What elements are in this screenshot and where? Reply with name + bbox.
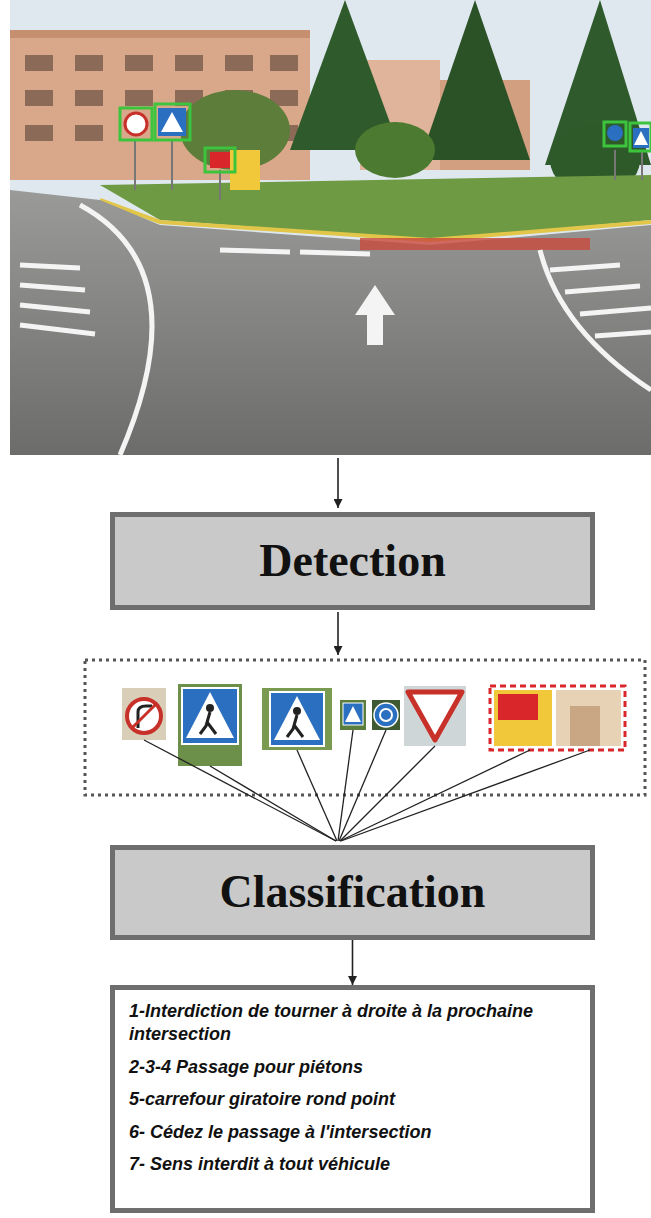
red-crossing: [360, 238, 590, 250]
sign-crop-part: [182, 688, 238, 744]
building-part-part: [75, 125, 103, 141]
result-line: 5-carrefour giratoire rond point: [129, 1088, 578, 1111]
detected-sign-part-part: [205, 148, 235, 172]
sign-crop-part: [345, 706, 361, 722]
sign-crop-part: [374, 703, 398, 727]
road: [10, 190, 651, 455]
sign-crop-part: [186, 692, 234, 738]
converging-line-part: [339, 730, 386, 841]
sign-crop-part: [206, 704, 214, 712]
detected-sign-part: [634, 131, 648, 145]
road-marking: [20, 205, 651, 455]
detected-sign-part-part: [120, 108, 152, 140]
sign-crop-part: [287, 715, 303, 737]
tree-part: [355, 122, 435, 178]
result-line: 6- Cédez le passage à l'intersection: [129, 1121, 578, 1144]
detected-sign-part: [134, 140, 136, 190]
sign-crop-part: [404, 686, 466, 746]
sign-crop-part: [408, 692, 462, 740]
detected-sign-part: [219, 170, 221, 200]
converging-line-part: [210, 766, 336, 841]
result-line: 2-3-4 Passage pour piétons: [129, 1056, 578, 1079]
text-group: Classification: [220, 866, 486, 919]
stage-label: Classification: [220, 866, 486, 919]
detected-sign-part: [633, 128, 649, 148]
road-marking-part: [550, 265, 651, 336]
detected-sign: [120, 104, 651, 200]
result-list-box: 1-Interdiction de tourner à droite à la …: [110, 985, 595, 1213]
sign-crop-part: [372, 700, 400, 730]
converging-line: [144, 730, 590, 841]
detected-sign-part: [171, 140, 173, 190]
sign-crop-part: [178, 684, 242, 766]
detected-sign-part: [161, 112, 183, 132]
text-group: 1-Interdiction de tourner à droite à la …: [115, 990, 590, 1186]
detected-sign-part-part: [630, 123, 651, 151]
result-line: 7- Sens interdit à tout véhicule: [129, 1153, 578, 1176]
result-line: 1-Interdiction de tourner à droite à la …: [129, 1000, 578, 1047]
detected-sign-part: [210, 152, 230, 168]
detected-sign-part: [120, 104, 651, 172]
road-marking-part: [20, 265, 95, 334]
building-part-part: [75, 55, 103, 71]
building-part-part: [270, 55, 298, 71]
detected-sign-part: [641, 152, 643, 180]
building-part-part: [225, 55, 253, 71]
converging-line-part: [144, 740, 336, 841]
stage-box: Classification: [110, 845, 595, 940]
tree-part: [420, 0, 530, 160]
sign-crop-part: [270, 692, 324, 746]
road-photo: [10, 0, 651, 455]
detected-sign-part: [158, 108, 186, 136]
stage-box: Detection: [110, 512, 595, 610]
text-group: Detection: [259, 535, 445, 588]
converging-line-part: [341, 750, 590, 841]
building-part-part: [25, 90, 53, 106]
flow-arrow: [352, 940, 354, 985]
sign-crop-part: [200, 712, 216, 734]
sign-crop-part: [498, 694, 538, 720]
sign-crop-part: [556, 690, 621, 746]
detected-sign-part-part: [155, 104, 190, 140]
detected-sign-part-part: [604, 122, 626, 146]
road-marking-part: [540, 250, 651, 390]
converging-line-part: [297, 750, 337, 841]
stage-label: Detection: [259, 535, 445, 588]
sign-crop-part: [262, 688, 332, 750]
sign-crop-part: [274, 696, 320, 740]
sign-crop-part: [132, 704, 156, 728]
building-part-part: [125, 90, 153, 106]
sign-crop: [122, 684, 625, 766]
detected-sign-part: [614, 150, 616, 180]
road-marking-part: [80, 205, 152, 455]
tree: [180, 0, 651, 195]
road-photo-part: [10, 0, 651, 455]
road-marking-part: [220, 250, 370, 254]
sign-crop-part: [293, 707, 301, 715]
building-part-part: [25, 125, 53, 141]
building-part-part: [75, 90, 103, 106]
converging-line-part: [340, 750, 530, 841]
detected-sign-part: [607, 125, 623, 141]
dotted-frame: [85, 660, 645, 795]
sign-crop-part: [490, 686, 625, 750]
flow-arrow: [337, 458, 339, 508]
sign-crop-part: [127, 699, 161, 733]
building-part-part: [175, 55, 203, 71]
sign-crop-part: [343, 703, 363, 725]
building-part-part: [125, 55, 153, 71]
sign-crop-part: [570, 706, 600, 746]
road-arrow: [355, 285, 395, 345]
detected-sign-part: [125, 113, 147, 135]
building-part-part: [25, 55, 53, 71]
building-part: [10, 30, 310, 38]
sign-crop-part: [340, 700, 366, 730]
sign-crop-part: [122, 688, 166, 740]
sign-crop-part: [380, 709, 392, 721]
flow-arrow: [337, 612, 339, 655]
building-part: [10, 30, 310, 180]
converging-line-part: [340, 746, 435, 841]
sign-crop-part: [494, 690, 552, 746]
